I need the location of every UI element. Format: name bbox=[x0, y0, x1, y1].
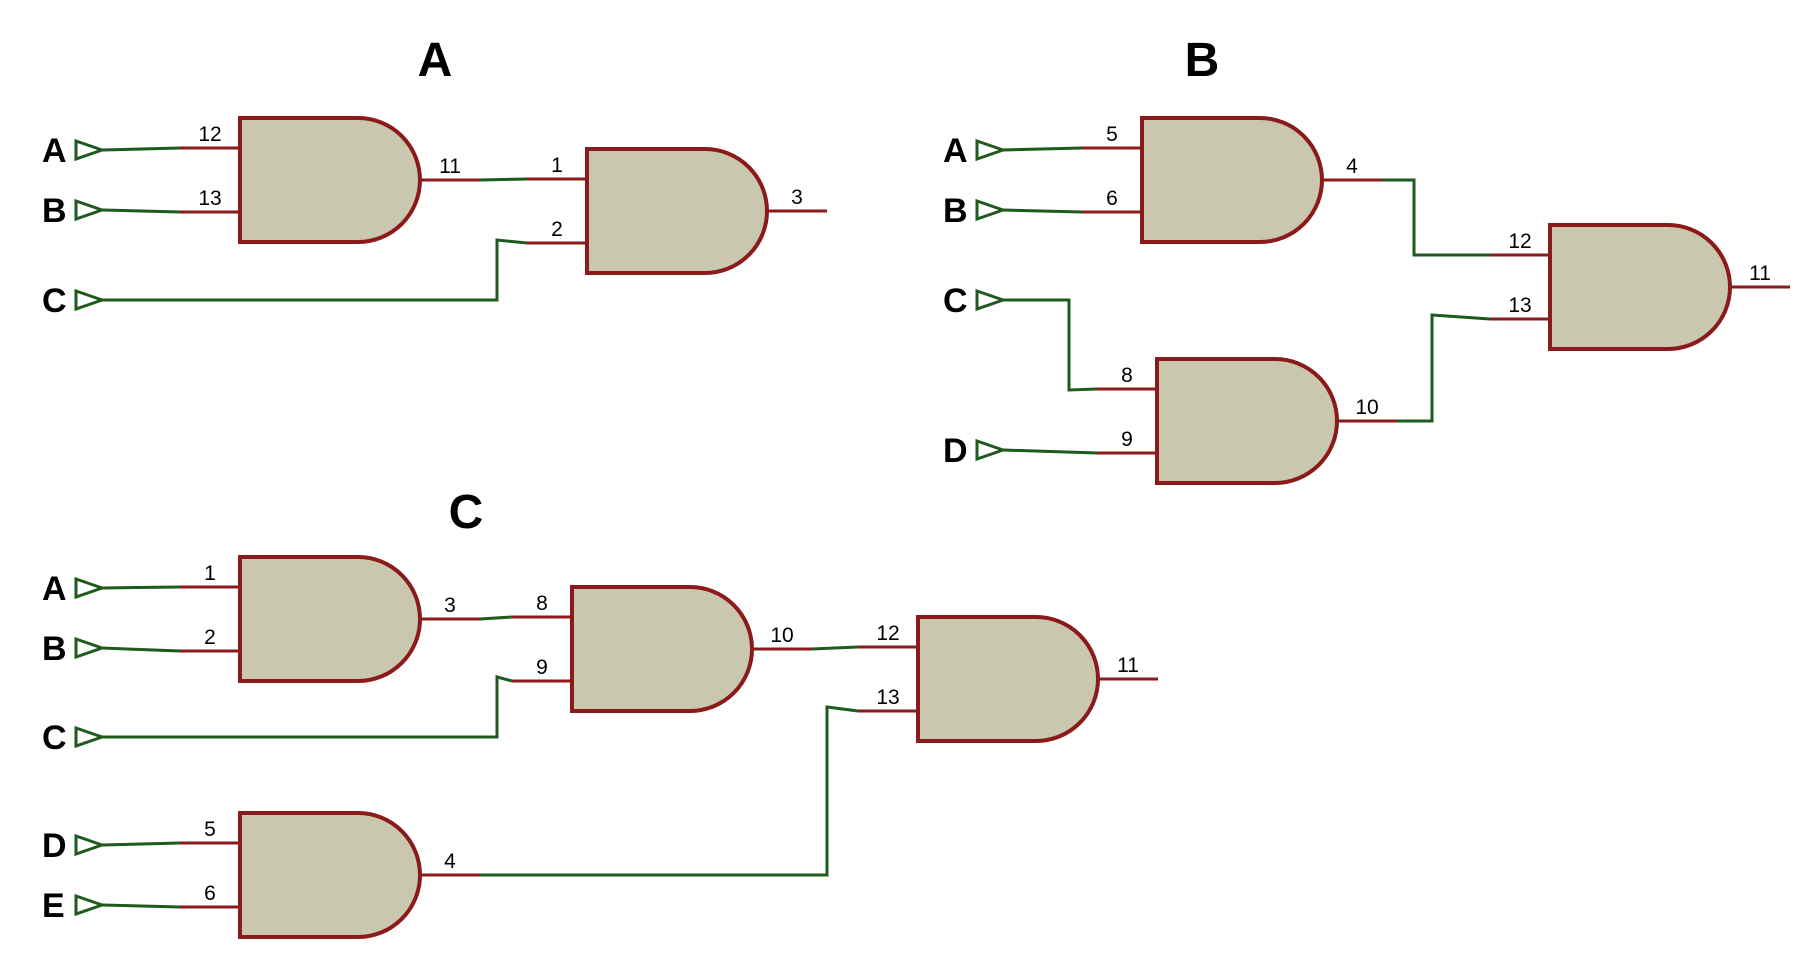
and-gate-body bbox=[238, 811, 422, 939]
and-gate-body bbox=[585, 147, 769, 275]
wire bbox=[101, 903, 181, 909]
circuit-title: B bbox=[1185, 34, 1220, 87]
pin-number-label: 9 bbox=[536, 656, 548, 679]
wire bbox=[1002, 448, 1098, 455]
input-terminal-icon bbox=[74, 576, 107, 600]
input-terminal-icon bbox=[975, 138, 1008, 162]
wire bbox=[101, 841, 181, 847]
and-gate-body bbox=[916, 615, 1100, 743]
input-signal-label: D bbox=[42, 827, 67, 865]
wire bbox=[1002, 146, 1083, 152]
wire bbox=[811, 645, 859, 651]
input-signal-label: A bbox=[42, 570, 67, 608]
input-terminal-icon bbox=[74, 198, 107, 222]
pin-number-label: 3 bbox=[791, 186, 803, 209]
input-signal-label: C bbox=[42, 719, 67, 757]
wire bbox=[479, 177, 528, 182]
input-signal-label: A bbox=[943, 132, 968, 170]
wire bbox=[1382, 178, 1490, 257]
pin-number-label: 12 bbox=[198, 123, 221, 146]
wire bbox=[101, 208, 181, 214]
pin-number-label: 13 bbox=[198, 187, 221, 210]
input-signal-label: C bbox=[42, 282, 67, 320]
wire bbox=[101, 646, 181, 653]
pin-number-label: 2 bbox=[551, 218, 563, 241]
pin-number-label: 3 bbox=[444, 594, 456, 617]
input-signal-label: B bbox=[943, 192, 968, 230]
input-terminal-icon bbox=[975, 198, 1008, 222]
wire bbox=[1003, 298, 1098, 392]
pin-number-label: 13 bbox=[1508, 294, 1531, 317]
pin-number-label: 5 bbox=[1106, 123, 1118, 146]
wire bbox=[479, 615, 513, 621]
and-gate-body bbox=[238, 555, 422, 683]
pin-number-label: 9 bbox=[1121, 428, 1133, 451]
pin-number-label: 10 bbox=[770, 624, 793, 647]
input-terminal-icon bbox=[74, 138, 107, 162]
pin-number-label: 6 bbox=[1106, 187, 1118, 210]
pin-number-label: 5 bbox=[204, 818, 216, 841]
input-signal-label: D bbox=[943, 432, 968, 470]
and-gate-body bbox=[570, 585, 754, 713]
pin-number-label: 8 bbox=[536, 592, 548, 615]
pin-number-label: 1 bbox=[551, 154, 563, 177]
pin-number-label: 11 bbox=[1749, 262, 1771, 285]
wire bbox=[480, 705, 859, 877]
input-terminal-icon bbox=[975, 288, 1008, 312]
wire bbox=[1002, 208, 1083, 214]
input-terminal-icon bbox=[74, 636, 107, 660]
wire bbox=[101, 585, 181, 590]
input-terminal-icon bbox=[74, 893, 107, 917]
input-signal-label: E bbox=[42, 887, 65, 925]
wire bbox=[1397, 313, 1491, 423]
input-signal-label: B bbox=[42, 630, 67, 668]
circuit-title: C bbox=[449, 486, 484, 539]
and-gate-body bbox=[238, 116, 422, 244]
pin-number-label: 11 bbox=[439, 155, 461, 178]
pin-number-label: 11 bbox=[1117, 654, 1139, 677]
pin-number-label: 2 bbox=[204, 626, 216, 649]
pin-number-label: 4 bbox=[1346, 155, 1358, 178]
pin-number-label: 12 bbox=[1508, 230, 1531, 253]
pin-number-label: 10 bbox=[1355, 396, 1378, 419]
pin-number-label: 8 bbox=[1121, 364, 1133, 387]
and-gate-body bbox=[1140, 116, 1324, 244]
pin-number-label: 6 bbox=[204, 882, 216, 905]
input-signal-label: B bbox=[42, 192, 67, 230]
pin-number-label: 13 bbox=[876, 686, 899, 709]
circuit-title: A bbox=[418, 34, 453, 87]
input-terminal-icon bbox=[975, 438, 1008, 462]
wire bbox=[101, 146, 181, 152]
pin-number-label: 1 bbox=[204, 562, 216, 585]
input-terminal-icon bbox=[74, 288, 107, 312]
wire bbox=[102, 675, 513, 739]
pin-number-label: 4 bbox=[444, 850, 456, 873]
pin-number-label: 12 bbox=[876, 622, 899, 645]
input-signal-label: C bbox=[943, 282, 968, 320]
wire bbox=[102, 238, 528, 302]
and-gate-body bbox=[1155, 357, 1339, 485]
input-signal-label: A bbox=[42, 132, 67, 170]
and-gate-body bbox=[1548, 223, 1732, 351]
input-terminal-icon bbox=[74, 725, 107, 749]
input-terminal-icon bbox=[74, 833, 107, 857]
